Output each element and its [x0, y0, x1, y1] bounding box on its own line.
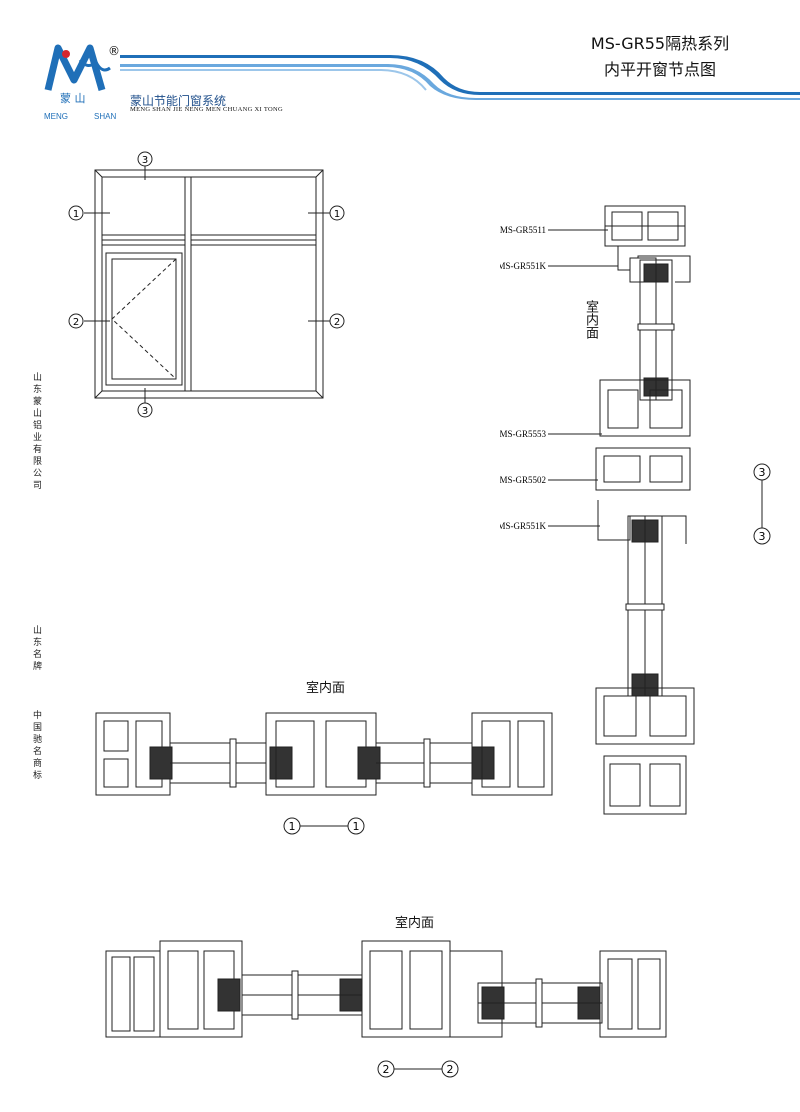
- svg-text:1: 1: [353, 820, 360, 833]
- logo-red-dot: [62, 50, 70, 58]
- bottom-sash: [595, 687, 695, 745]
- opening-sash: [105, 252, 183, 386]
- opening-indicator: [111, 258, 177, 380]
- s1-right-frame: [471, 712, 553, 796]
- window-elevation: 3 1 1 2 2 3: [68, 151, 345, 418]
- svg-text:3: 3: [759, 530, 766, 543]
- logo-mark: [44, 44, 106, 91]
- section-marker-3: 3 3: [753, 463, 771, 545]
- marker-right-mid: 2: [329, 313, 345, 329]
- svg-text:3: 3: [759, 466, 766, 479]
- section-marker-2: 2 2: [377, 1060, 459, 1078]
- logo-chinese: 蒙 山: [60, 92, 86, 105]
- logo-reg-mark: ®: [108, 44, 120, 58]
- page-title-line1: MS-GR55隔热系列: [590, 34, 730, 53]
- room-label-section2: 室内面: [395, 916, 435, 931]
- bottom-frame: [603, 755, 687, 815]
- profile-gr5502: [595, 447, 691, 491]
- header-swoosh: [120, 55, 800, 100]
- svg-text:1: 1: [73, 209, 79, 220]
- logo-en-right: SHAN: [94, 112, 117, 121]
- marker-bottom: 3: [137, 402, 153, 418]
- side-brand-text: 山东名牌: [31, 625, 41, 673]
- side-trademark-text: 中国驰名商标: [31, 710, 41, 782]
- room-label-section1: 室内面: [306, 681, 346, 696]
- company-name-en: MENG SHAN JIE NENG MEN CHUANG XI TONG: [130, 106, 283, 113]
- svg-text:3: 3: [142, 406, 148, 417]
- side-company-text: 山东蒙山铝业有限公司: [31, 372, 41, 492]
- callout-gr551k-top: MS-GR551K: [500, 261, 546, 271]
- marker-left-mid: 2: [68, 313, 84, 329]
- page-title-line2: 内平开窗节点图: [603, 60, 716, 79]
- svg-text:1: 1: [334, 209, 340, 220]
- room-label-vertical: 室内面: [583, 300, 598, 339]
- section-2-2-drawing: [105, 940, 667, 1038]
- marker-top: 3: [137, 151, 153, 167]
- company-name-cn: 蒙山节能门窗系统: [130, 94, 227, 108]
- logo-wave-icon: [78, 59, 111, 72]
- svg-text:3: 3: [142, 155, 148, 166]
- inner-frame: [101, 176, 317, 392]
- profile-gr5553: [599, 379, 691, 437]
- svg-text:1: 1: [289, 820, 296, 833]
- profile-gr551k-top: [617, 246, 691, 283]
- s2-mullion: [361, 940, 451, 1038]
- logo-en-left: MENG: [44, 112, 68, 121]
- vertical-section: MS-GR5511 MS-GR551K MS-GR5553 MS-GR5502 …: [500, 205, 695, 815]
- callout-gr5553: MS-GR5553: [500, 429, 546, 439]
- svg-text:2: 2: [383, 1063, 390, 1076]
- vertical-mullion: [184, 176, 192, 392]
- marker-left-top: 1: [68, 205, 84, 221]
- section-1-1-drawing: [95, 712, 553, 796]
- logo: [44, 44, 111, 91]
- svg-text:2: 2: [73, 317, 79, 328]
- callout-gr5502: MS-GR5502: [500, 475, 546, 485]
- s2-right-frame: [599, 950, 667, 1038]
- section-marker-1: 1 1: [283, 817, 365, 835]
- outer-frame: [94, 169, 324, 399]
- s2-left-frame: [105, 950, 161, 1038]
- transom-right: [190, 234, 317, 241]
- svg-text:2: 2: [334, 317, 340, 328]
- header: ® 蒙 山 MENG SHAN 蒙山节能门窗系统 MENG SHAN JIE N…: [0, 0, 800, 130]
- svg-text:2: 2: [447, 1063, 454, 1076]
- marker-right-top: 1: [329, 205, 345, 221]
- callout-gr5511: MS-GR5511: [500, 225, 546, 235]
- callout-gr551k-lower: MS-GR551K: [500, 521, 546, 531]
- profile-gr551k-lower: [597, 500, 687, 544]
- transom-left: [101, 234, 186, 241]
